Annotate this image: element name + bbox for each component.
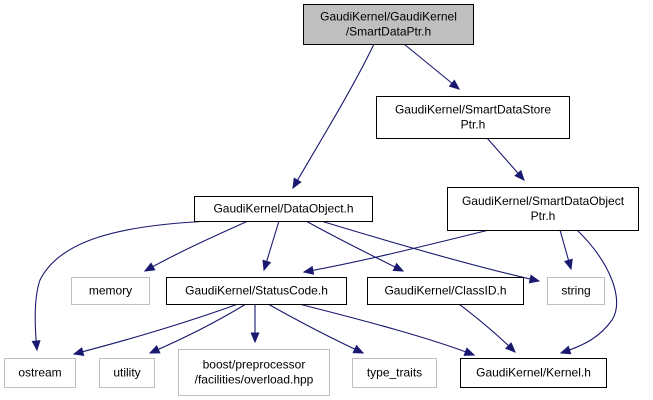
edge-line [305, 220, 404, 272]
arrowhead-icon [250, 332, 260, 344]
node-box [166, 277, 347, 305]
node-utility: utility [99, 358, 155, 388]
edge-line [560, 229, 618, 354]
node-box [303, 4, 474, 45]
node-box [194, 196, 373, 222]
edge-statuscode-to-typetraits [267, 303, 365, 354]
node-label: GaudiKernel/DataObject.h [213, 202, 353, 216]
edge-dataobject-to-statuscode [262, 220, 280, 272]
arrowhead-icon [352, 344, 365, 354]
edge-smartdataobjectptr-to-statuscode [302, 229, 490, 275]
node-typetraits: type_traits [352, 358, 437, 388]
node-dataobject[interactable]: GaudiKernel/DataObject.h [194, 196, 373, 222]
edge-line [320, 220, 540, 282]
node-string: string [547, 277, 605, 305]
edge-line [144, 220, 249, 272]
arrowhead-icon [143, 262, 156, 272]
edge-dataobject-to-memory [143, 220, 249, 272]
edge-classid-to-kernel [458, 303, 516, 353]
edge-line [458, 303, 516, 353]
nodes-layer: GaudiKernel/GaudiKernel/SmartDataPtr.hGa… [4, 4, 639, 396]
edge-smartdataptr-to-dataobject [292, 43, 375, 190]
node-label: memory [89, 284, 132, 298]
arrowhead-icon [72, 347, 85, 357]
arrowhead-icon [514, 169, 525, 181]
node-label: GaudiKernel/GaudiKernel [320, 10, 457, 24]
edge-dataobject-to-classid [305, 220, 405, 272]
edge-line [292, 43, 375, 189]
arrowhead-icon [262, 259, 272, 272]
node-label: boost/preprocessor [203, 358, 306, 372]
arrowhead-icon [559, 345, 572, 355]
edge-smartdataobjectptr-to-kernel [559, 229, 618, 355]
node-ostream: ostream [4, 358, 76, 388]
node-box [352, 358, 437, 388]
node-label: Ptr.h [531, 209, 556, 223]
arrowhead-icon [302, 265, 315, 275]
arrowhead-icon [463, 347, 476, 356]
node-overload: boost/preprocessor/facilities/overload.h… [178, 349, 330, 396]
arrowhead-icon [148, 345, 161, 354]
node-kernel[interactable]: GaudiKernel/Kernel.h [460, 358, 607, 388]
node-label: ostream [18, 366, 61, 380]
edge-line [149, 303, 247, 354]
node-label: string [561, 284, 590, 298]
edge-statuscode-to-kernel [298, 303, 476, 356]
node-classid[interactable]: GaudiKernel/ClassID.h [367, 277, 524, 305]
arrowhead-icon [392, 262, 405, 272]
node-box [178, 349, 330, 396]
node-label: GaudiKernel/ClassID.h [384, 284, 506, 298]
arrowhead-icon [292, 177, 302, 190]
edge-dataobject-to-ostream [31, 220, 213, 352]
node-box [71, 277, 150, 305]
arrowhead-icon [528, 274, 541, 284]
edge-statuscode-to-ostream [72, 303, 239, 357]
node-box [460, 358, 607, 388]
arrowhead-icon [31, 340, 41, 352]
arrowhead-icon [564, 258, 573, 271]
node-label: /facilities/overload.hpp [195, 373, 314, 387]
node-label: Ptr.h [461, 118, 486, 132]
edge-line [298, 303, 475, 356]
arrowhead-icon [505, 342, 516, 353]
node-box [447, 187, 639, 231]
edge-smartdataptr-to-smartdatastoreptr [403, 43, 461, 90]
node-statuscode[interactable]: GaudiKernel/StatusCode.h [166, 277, 347, 305]
edge-line [267, 303, 364, 354]
node-label: GaudiKernel/SmartDataStore [395, 103, 551, 117]
edge-line [73, 303, 239, 355]
node-label: utility [113, 366, 140, 380]
node-label: GaudiKernel/StatusCode.h [185, 284, 328, 298]
arrowhead-icon [448, 79, 461, 90]
edge-smartdatastoreptr-to-smartdataobjectptr [486, 137, 525, 181]
edge-dataobject-to-string [320, 220, 541, 284]
node-memory: memory [71, 277, 150, 305]
edge-smartdataobjectptr-to-string [559, 229, 573, 271]
node-label: /SmartDataPtr.h [346, 25, 431, 39]
edge-statuscode-to-overload [250, 304, 260, 344]
node-box [547, 277, 605, 305]
node-box [4, 358, 76, 388]
edge-line [303, 229, 490, 273]
node-label: GaudiKernel/Kernel.h [476, 366, 591, 380]
node-label: GaudiKernel/SmartDataObject [462, 194, 625, 208]
edge-statuscode-to-utility [148, 303, 247, 354]
edge-line [34, 220, 213, 351]
node-box [376, 96, 570, 139]
node-box [367, 277, 524, 305]
node-smartdataptr[interactable]: GaudiKernel/GaudiKernel/SmartDataPtr.h [303, 4, 474, 45]
edge-line [403, 43, 460, 90]
edges-layer [31, 43, 618, 357]
node-label: type_traits [367, 366, 422, 380]
node-box [99, 358, 155, 388]
